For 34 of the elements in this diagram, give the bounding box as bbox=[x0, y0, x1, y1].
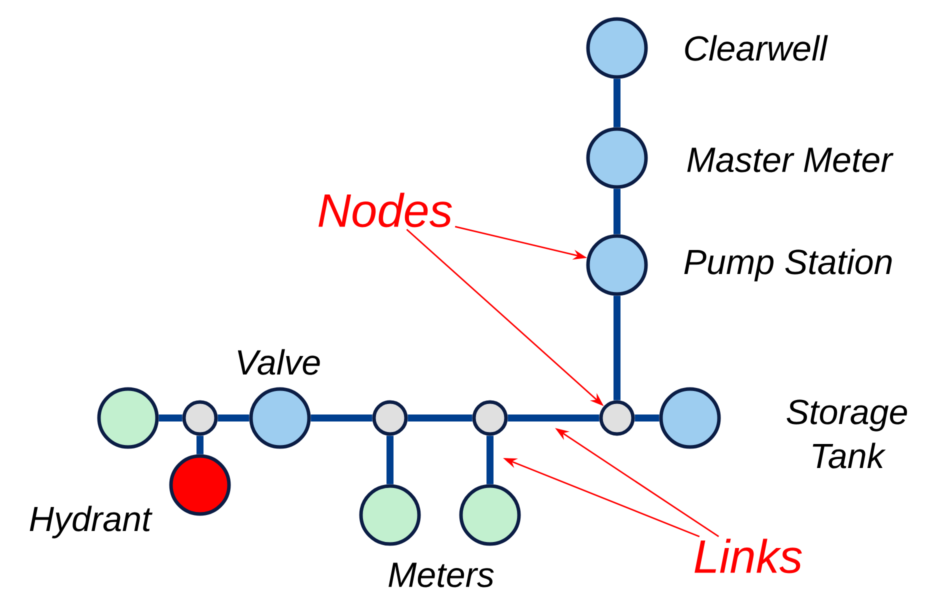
network-node bbox=[586, 17, 648, 79]
network-node bbox=[97, 387, 159, 449]
pipe-link bbox=[408, 414, 472, 422]
pipe-link bbox=[218, 414, 250, 422]
pipe-link bbox=[486, 436, 494, 484]
network-node bbox=[372, 400, 408, 436]
pipe-link bbox=[614, 188, 620, 234]
node-label: Valve bbox=[238, 349, 320, 375]
pipe-link bbox=[634, 414, 660, 422]
network-node bbox=[586, 234, 648, 296]
network-node bbox=[659, 387, 721, 449]
callout-text: Nodes bbox=[318, 192, 452, 228]
pipe-link bbox=[310, 414, 372, 422]
pipe-link bbox=[614, 78, 620, 128]
network-node bbox=[249, 387, 311, 449]
pipe-link bbox=[158, 414, 182, 422]
node-label: Master Meter bbox=[687, 148, 894, 172]
network-node bbox=[169, 454, 231, 516]
pipe-link bbox=[386, 436, 394, 484]
pipe-link bbox=[196, 436, 204, 454]
network-node bbox=[599, 400, 635, 436]
network-node bbox=[182, 400, 218, 436]
network-node bbox=[459, 484, 521, 546]
network-node bbox=[472, 400, 508, 436]
node-label: Clearwell bbox=[685, 35, 828, 61]
node-label: Pump Station bbox=[684, 248, 892, 282]
group-label: Meters bbox=[388, 562, 494, 588]
callout-text: Links bbox=[694, 538, 802, 574]
network-node bbox=[586, 127, 648, 189]
node-label: Storage Tank bbox=[786, 400, 907, 468]
network-node bbox=[359, 484, 421, 546]
pipe-link bbox=[508, 414, 600, 422]
node-label: Hydrant bbox=[30, 506, 152, 538]
pipe-link bbox=[614, 296, 620, 400]
